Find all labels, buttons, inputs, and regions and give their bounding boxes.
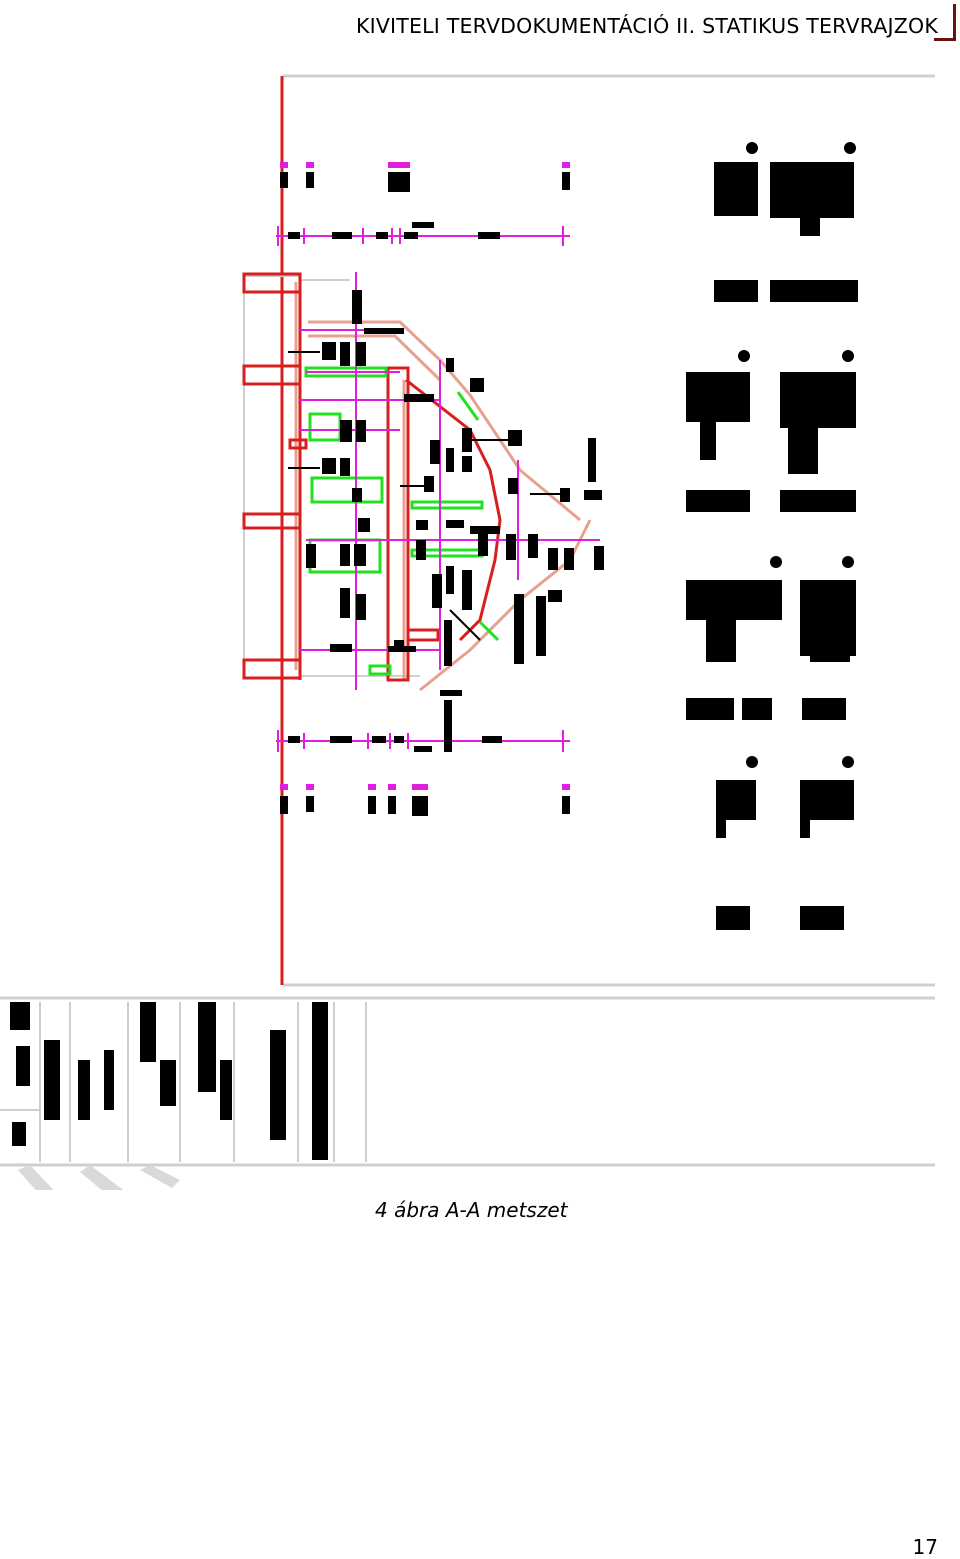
title-block — [0, 1002, 367, 1162]
top-dimension-labels — [288, 222, 500, 239]
top-grid-markers — [280, 162, 570, 192]
drawing-annotations — [306, 290, 604, 752]
drawing-frame — [0, 74, 935, 1167]
bottom-dimension-labels — [288, 736, 502, 752]
structural-drawing-a-a-section — [0, 74, 935, 1190]
bottom-grid-markers — [280, 784, 570, 816]
figure-caption: 4 ábra A-A metszet — [375, 1198, 568, 1222]
section-geometry — [242, 272, 600, 692]
watermark — [18, 1165, 180, 1190]
header-corner-mark — [953, 4, 956, 40]
legend-columns — [686, 142, 858, 930]
bottom-dimension-line — [276, 730, 570, 752]
header-corner-mark-bottom — [934, 38, 956, 41]
header-title: KIVITELI TERVDOKUMENTÁCIÓ II. STATIKUS T… — [355, 14, 938, 38]
page-header: KIVITELI TERVDOKUMENTÁCIÓ II. STATIKUS T… — [0, 0, 960, 42]
top-dimension-line — [276, 226, 570, 246]
page-number: 17 — [912, 1535, 938, 1559]
